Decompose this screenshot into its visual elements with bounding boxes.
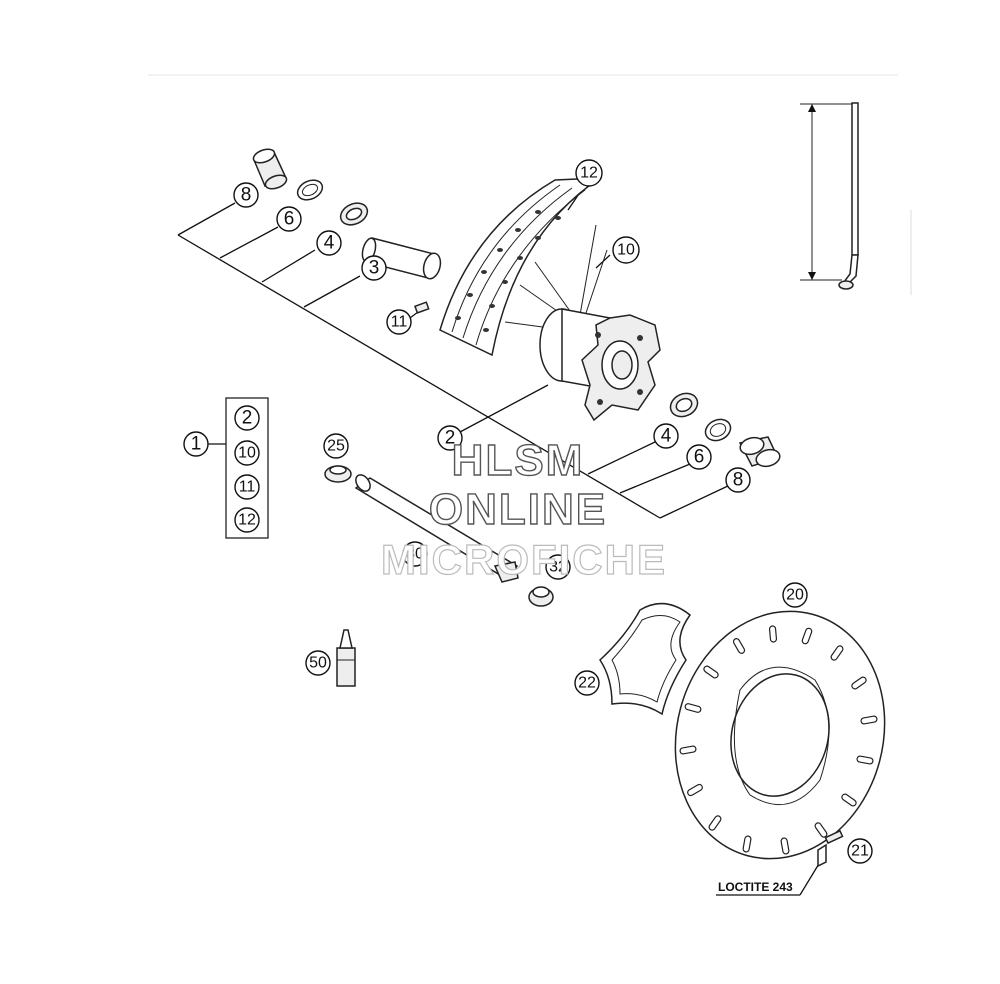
spacer-tube-part [361, 237, 442, 280]
watermark-line-1: HLSM [452, 436, 585, 485]
callout-10: 10 [617, 242, 635, 259]
callout-kit-12: 12 [238, 512, 256, 529]
callout-32: 32 [549, 559, 567, 576]
seal-part-right [704, 418, 732, 442]
callout-12: 12 [580, 165, 598, 182]
callout-4-top: 4 [324, 233, 335, 254]
callout-8-right: 8 [733, 470, 744, 491]
callout-22: 22 [578, 675, 596, 692]
callout-kit-2: 2 [242, 408, 253, 429]
callout-8-top: 8 [241, 185, 252, 206]
bearing-part-right [669, 392, 699, 418]
callout-30: 30 [406, 546, 424, 563]
callout-group [183, 159, 873, 864]
loctite-bottle-part [336, 629, 356, 687]
watermark: HLSM ONLINE MICROFICHE [380, 435, 667, 583]
spacer-part-right [738, 436, 781, 468]
bearing-part-top [339, 202, 369, 226]
brake-disc-part [674, 610, 886, 860]
wheel-rim-part [439, 177, 603, 357]
callout-kit-10: 10 [238, 445, 256, 462]
axle-nut-part [324, 465, 352, 483]
axle-part [354, 474, 519, 583]
callout-11: 11 [391, 314, 408, 331]
loctite-label: LOCTITE 243 [718, 880, 793, 894]
disc-bolt-part [817, 829, 844, 868]
callout-6-right: 6 [694, 447, 705, 468]
watermark-line-2: ONLINE [429, 485, 607, 534]
callout-2: 2 [445, 428, 456, 449]
callout-1: 1 [191, 434, 202, 455]
callout-6-top: 6 [284, 209, 295, 230]
callout-50: 50 [309, 655, 327, 672]
callout-20: 20 [786, 587, 804, 604]
spoke-nipple-part [414, 301, 430, 314]
callout-4-right: 4 [661, 426, 672, 447]
spoke-dimension-detail [800, 102, 859, 290]
axle-nut-part-right [528, 586, 554, 607]
callout-21: 21 [851, 843, 869, 860]
spacer-part-top [252, 148, 288, 190]
seal-part-top [296, 179, 324, 201]
disc-spacer-ring-part [599, 602, 692, 716]
callout-3: 3 [369, 258, 380, 279]
callout-kit-11: 11 [239, 479, 256, 496]
wheel-hub-part [539, 308, 661, 422]
callout-25: 25 [327, 438, 345, 455]
watermark-line-3: MICROFICHE [381, 536, 667, 583]
kit-bracket [225, 397, 269, 539]
